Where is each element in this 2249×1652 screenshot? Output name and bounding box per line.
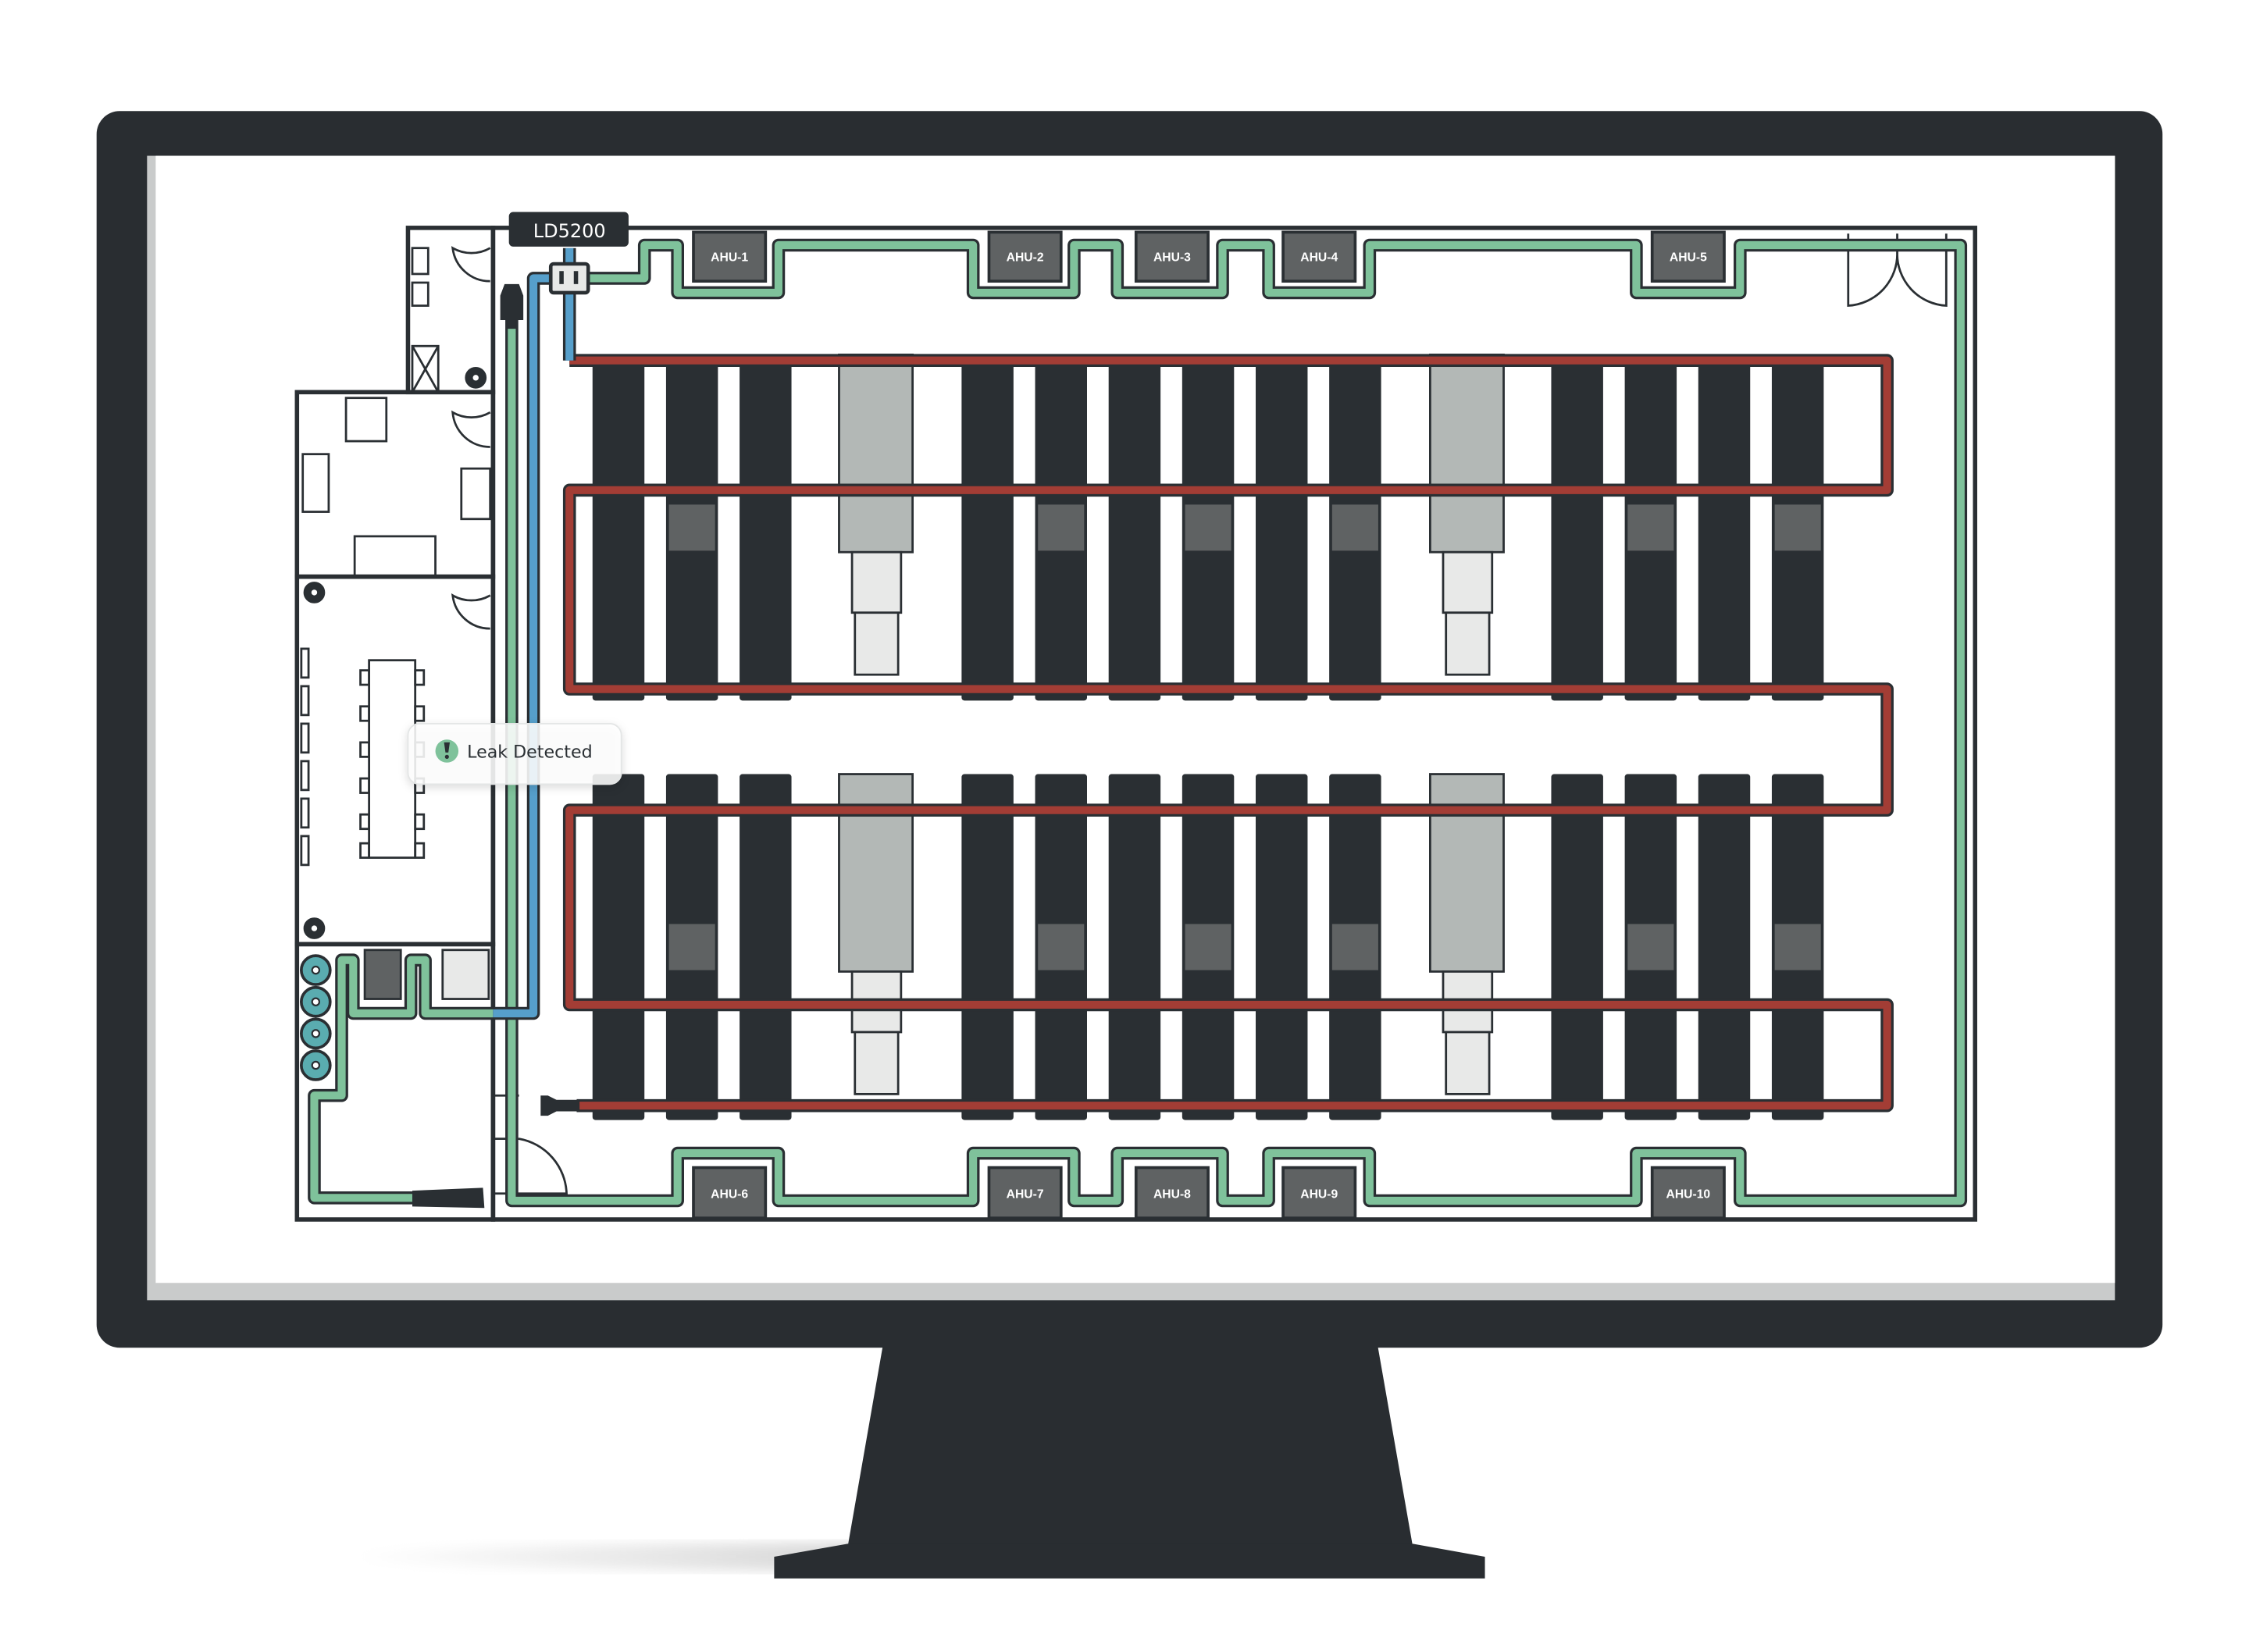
server-rack [1108,774,1161,1120]
server-rack [1698,774,1751,1120]
device-label-text: LD5200 [533,220,606,242]
green-utility-cable [310,956,494,1202]
chair [414,705,426,722]
green-sense-cable [508,240,1965,1205]
server-rack [592,774,645,1120]
monitor-stand [847,1340,1413,1547]
server-rack [961,354,1014,701]
ahu-label: AHU-9 [1300,1187,1338,1201]
rack-panel [1627,924,1674,970]
chair [359,813,370,831]
cable-connector-icon [548,262,590,295]
monitor-base [774,1543,1485,1579]
ahu-label: AHU-6 [711,1187,748,1201]
rack-panel [1038,924,1085,970]
server-rack [740,354,792,701]
alert-text: Leak Detected [467,742,593,762]
cable-end-terminator-icon [540,1095,580,1116]
server-rack [592,354,645,701]
ahu-label: AHU-2 [1007,251,1044,264]
cooling-unit-module [854,611,900,676]
server-rack [1551,354,1603,701]
cooling-unit-module [850,550,903,614]
ahu-label: AHU-1 [711,251,748,264]
chair [414,669,426,686]
rack-panel [1627,504,1674,551]
rack-panel [1774,924,1821,970]
ahu-unit[interactable]: AHU-2 [987,230,1063,283]
chair [359,669,370,686]
ahu-label: AHU-4 [1300,251,1338,264]
rack-panel [1038,504,1085,551]
rack-panel [1185,504,1231,551]
equipment [363,949,402,1000]
rack-panel [668,504,715,551]
chair [359,777,370,794]
ahu-unit[interactable]: AHU-1 [692,230,768,283]
rack-panel [1331,504,1378,551]
ahu-label: AHU-7 [1007,1187,1044,1201]
ahu-unit[interactable]: AHU-9 [1281,1166,1357,1220]
chair [414,813,426,831]
server-rack [1108,354,1161,701]
chair [359,705,370,722]
server-rack [740,774,792,1120]
cooling-unit-module [1445,611,1491,676]
ahu-label: AHU-8 [1153,1187,1191,1201]
cable-end-terminator-icon [412,1187,485,1209]
rack-panel [668,924,715,970]
ahu-unit[interactable]: AHU-6 [692,1166,768,1220]
chair [359,842,370,859]
water-tanks [300,954,332,1081]
rack-panel [1185,924,1231,970]
cooling-unit-module [854,1031,900,1095]
red-leak-cable [565,356,1891,1110]
server-rack [1698,354,1751,701]
leak-detected-alert[interactable]: Leak Detected [407,723,622,785]
server-rack [1256,354,1308,701]
ahu-label: AHU-10 [1666,1187,1711,1201]
server-racks [592,353,1824,1120]
server-rack [961,774,1014,1120]
ahu-unit[interactable]: AHU-3 [1134,230,1210,283]
utility-room-wall [294,942,496,1222]
server-rack [1551,774,1603,1120]
cable-end-terminator-icon [500,283,524,329]
server-rack [1256,774,1308,1120]
ahu-label: AHU-3 [1153,251,1191,264]
cooling-unit-module [1442,550,1494,614]
rack-panel [1774,504,1821,551]
chair [359,741,370,758]
ahu-unit[interactable]: AHU-7 [987,1166,1063,1220]
chair [414,842,426,859]
rack-panel [1331,924,1378,970]
ahu-unit[interactable]: AHU-5 [1650,230,1726,283]
device-label-ld5200[interactable]: LD5200 [508,212,629,247]
ahu-unit[interactable]: AHU-10 [1650,1166,1726,1220]
ahu-unit[interactable]: AHU-4 [1281,230,1357,283]
cooling-unit-module [1445,1031,1491,1095]
cooling-unit [838,353,914,554]
ahu-unit[interactable]: AHU-8 [1134,1166,1210,1220]
cooling-unit [1429,353,1505,554]
ahu-label: AHU-5 [1670,251,1707,264]
equipment [441,949,490,1000]
